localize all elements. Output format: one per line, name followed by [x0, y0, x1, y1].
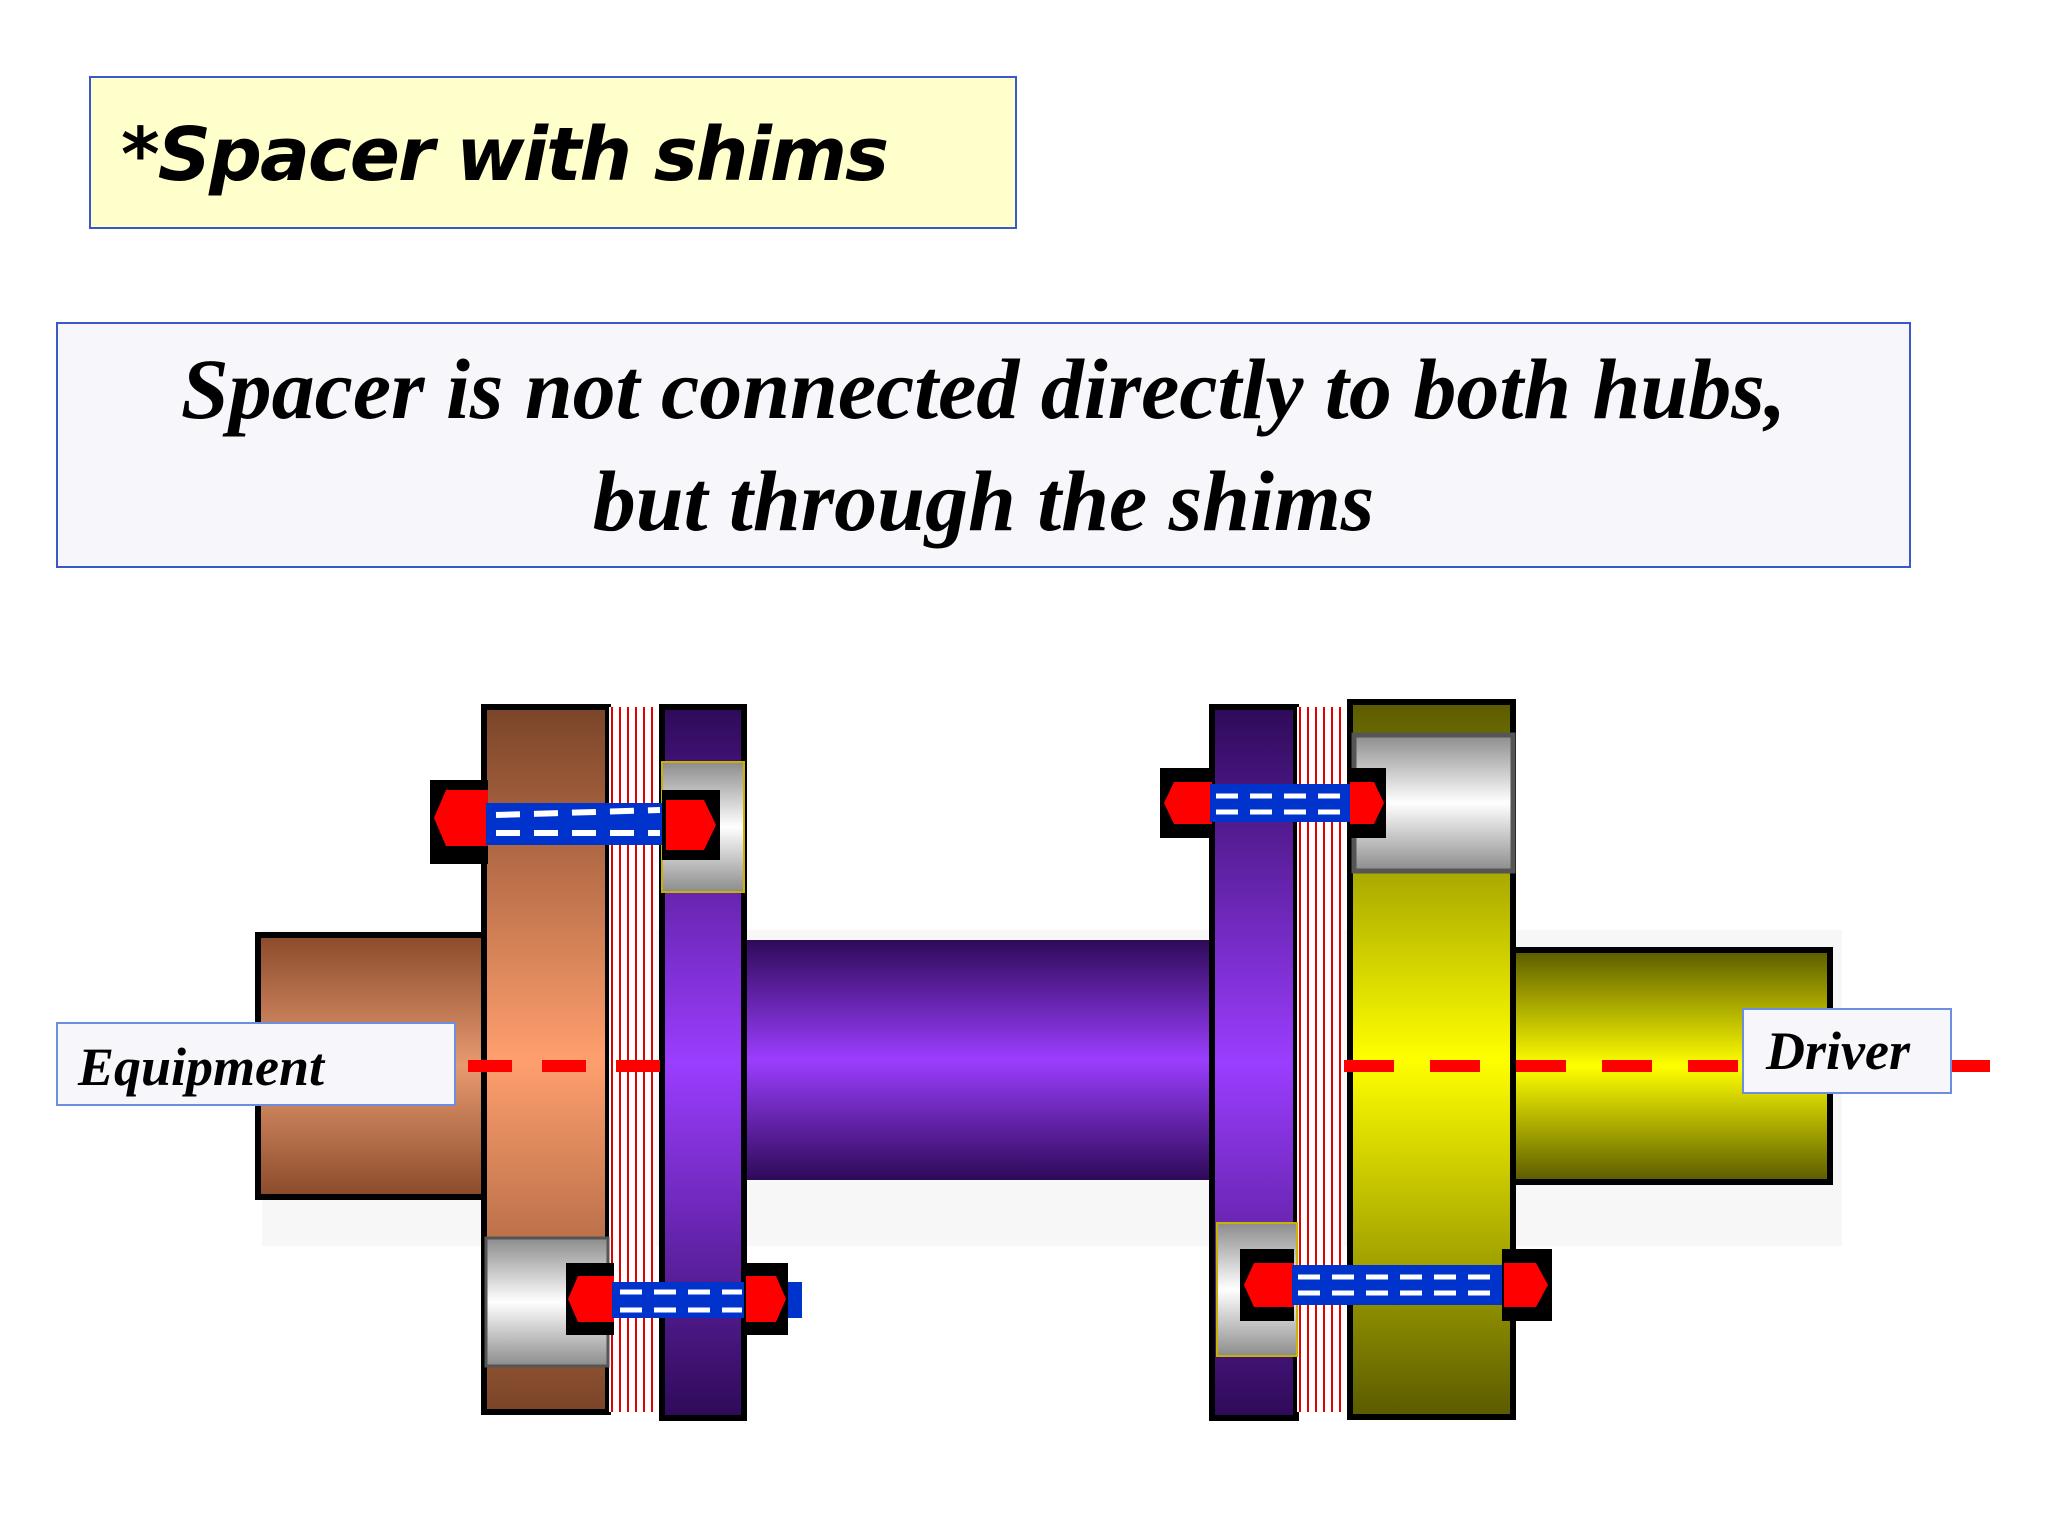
equipment-label-box	[56, 1022, 456, 1106]
subtitle-line-2: but through the shims	[592, 453, 1375, 549]
bolt-top-right	[1160, 768, 1386, 838]
bolt-bottom-right	[1240, 1249, 1552, 1321]
bolt-top-left	[430, 780, 720, 864]
driver-label-box	[1742, 1008, 1952, 1094]
title-box: *Spacer with shims	[89, 76, 1017, 229]
subtitle-box: Spacer is not connected directly to both…	[56, 322, 1911, 568]
equipment-label: Equipment	[78, 1037, 325, 1097]
spacer-tube	[744, 940, 1214, 1180]
driver-label: Driver	[1766, 1021, 1910, 1081]
subtitle-line-1: Spacer is not connected directly to both…	[180, 341, 1787, 437]
bolt-bottom-left	[566, 1263, 802, 1335]
slide-title: *Spacer with shims	[121, 112, 889, 198]
